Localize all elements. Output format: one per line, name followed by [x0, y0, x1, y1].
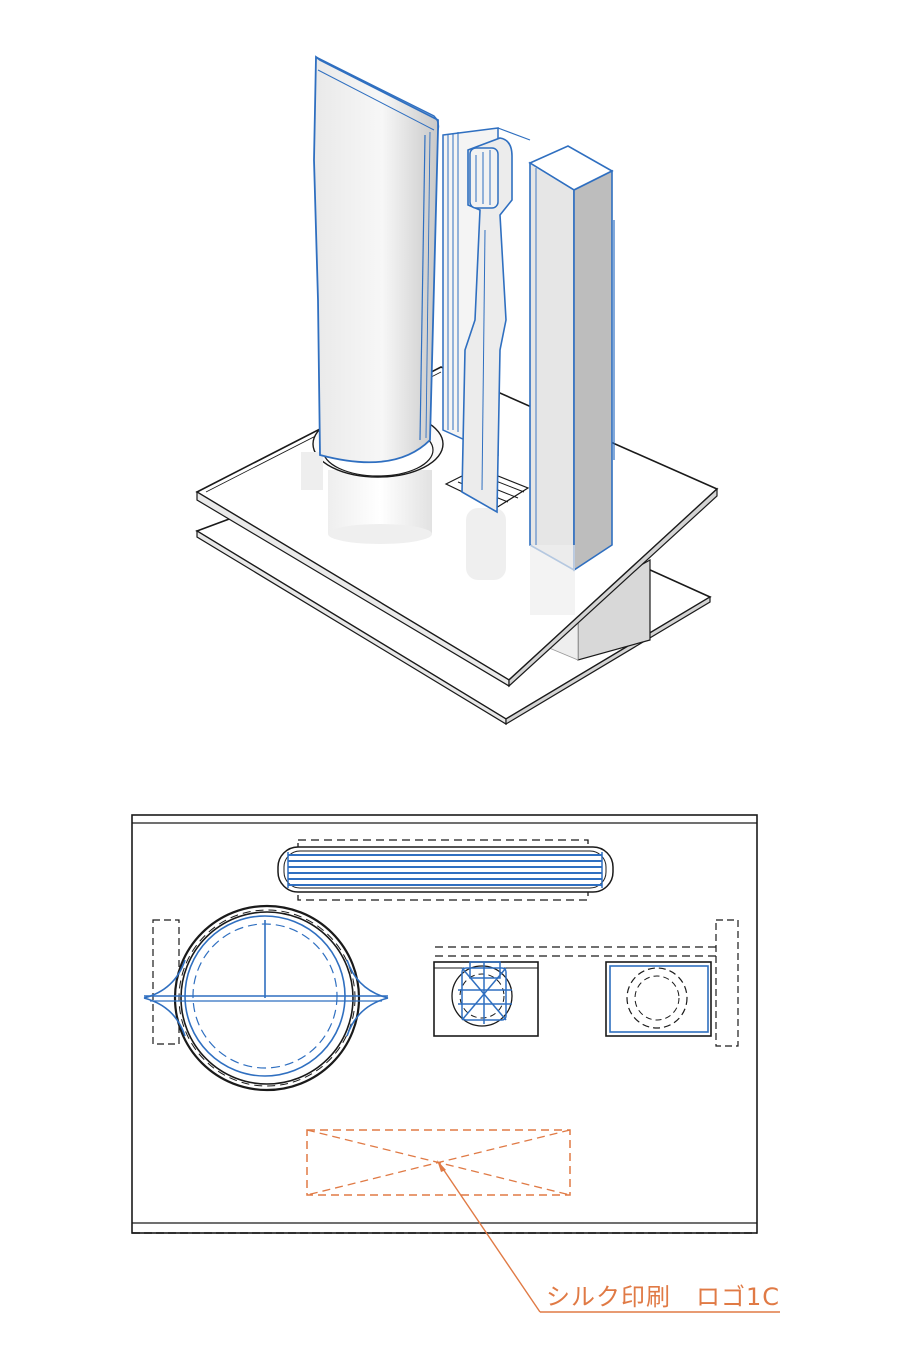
razor-box-pocket-top [605, 961, 712, 1037]
cup-top [143, 904, 389, 1092]
tall-box [528, 145, 615, 615]
toothbrush-pocket-top [433, 961, 539, 1037]
callout-leader [437, 1160, 780, 1313]
callout-label: シルク印刷 ロゴ1C [546, 1283, 780, 1311]
razor-slot-top [277, 839, 614, 901]
isometric-view [195, 55, 719, 726]
top-view [131, 814, 758, 1234]
toothbrush [461, 137, 513, 514]
toothpaste-tube [313, 55, 440, 464]
